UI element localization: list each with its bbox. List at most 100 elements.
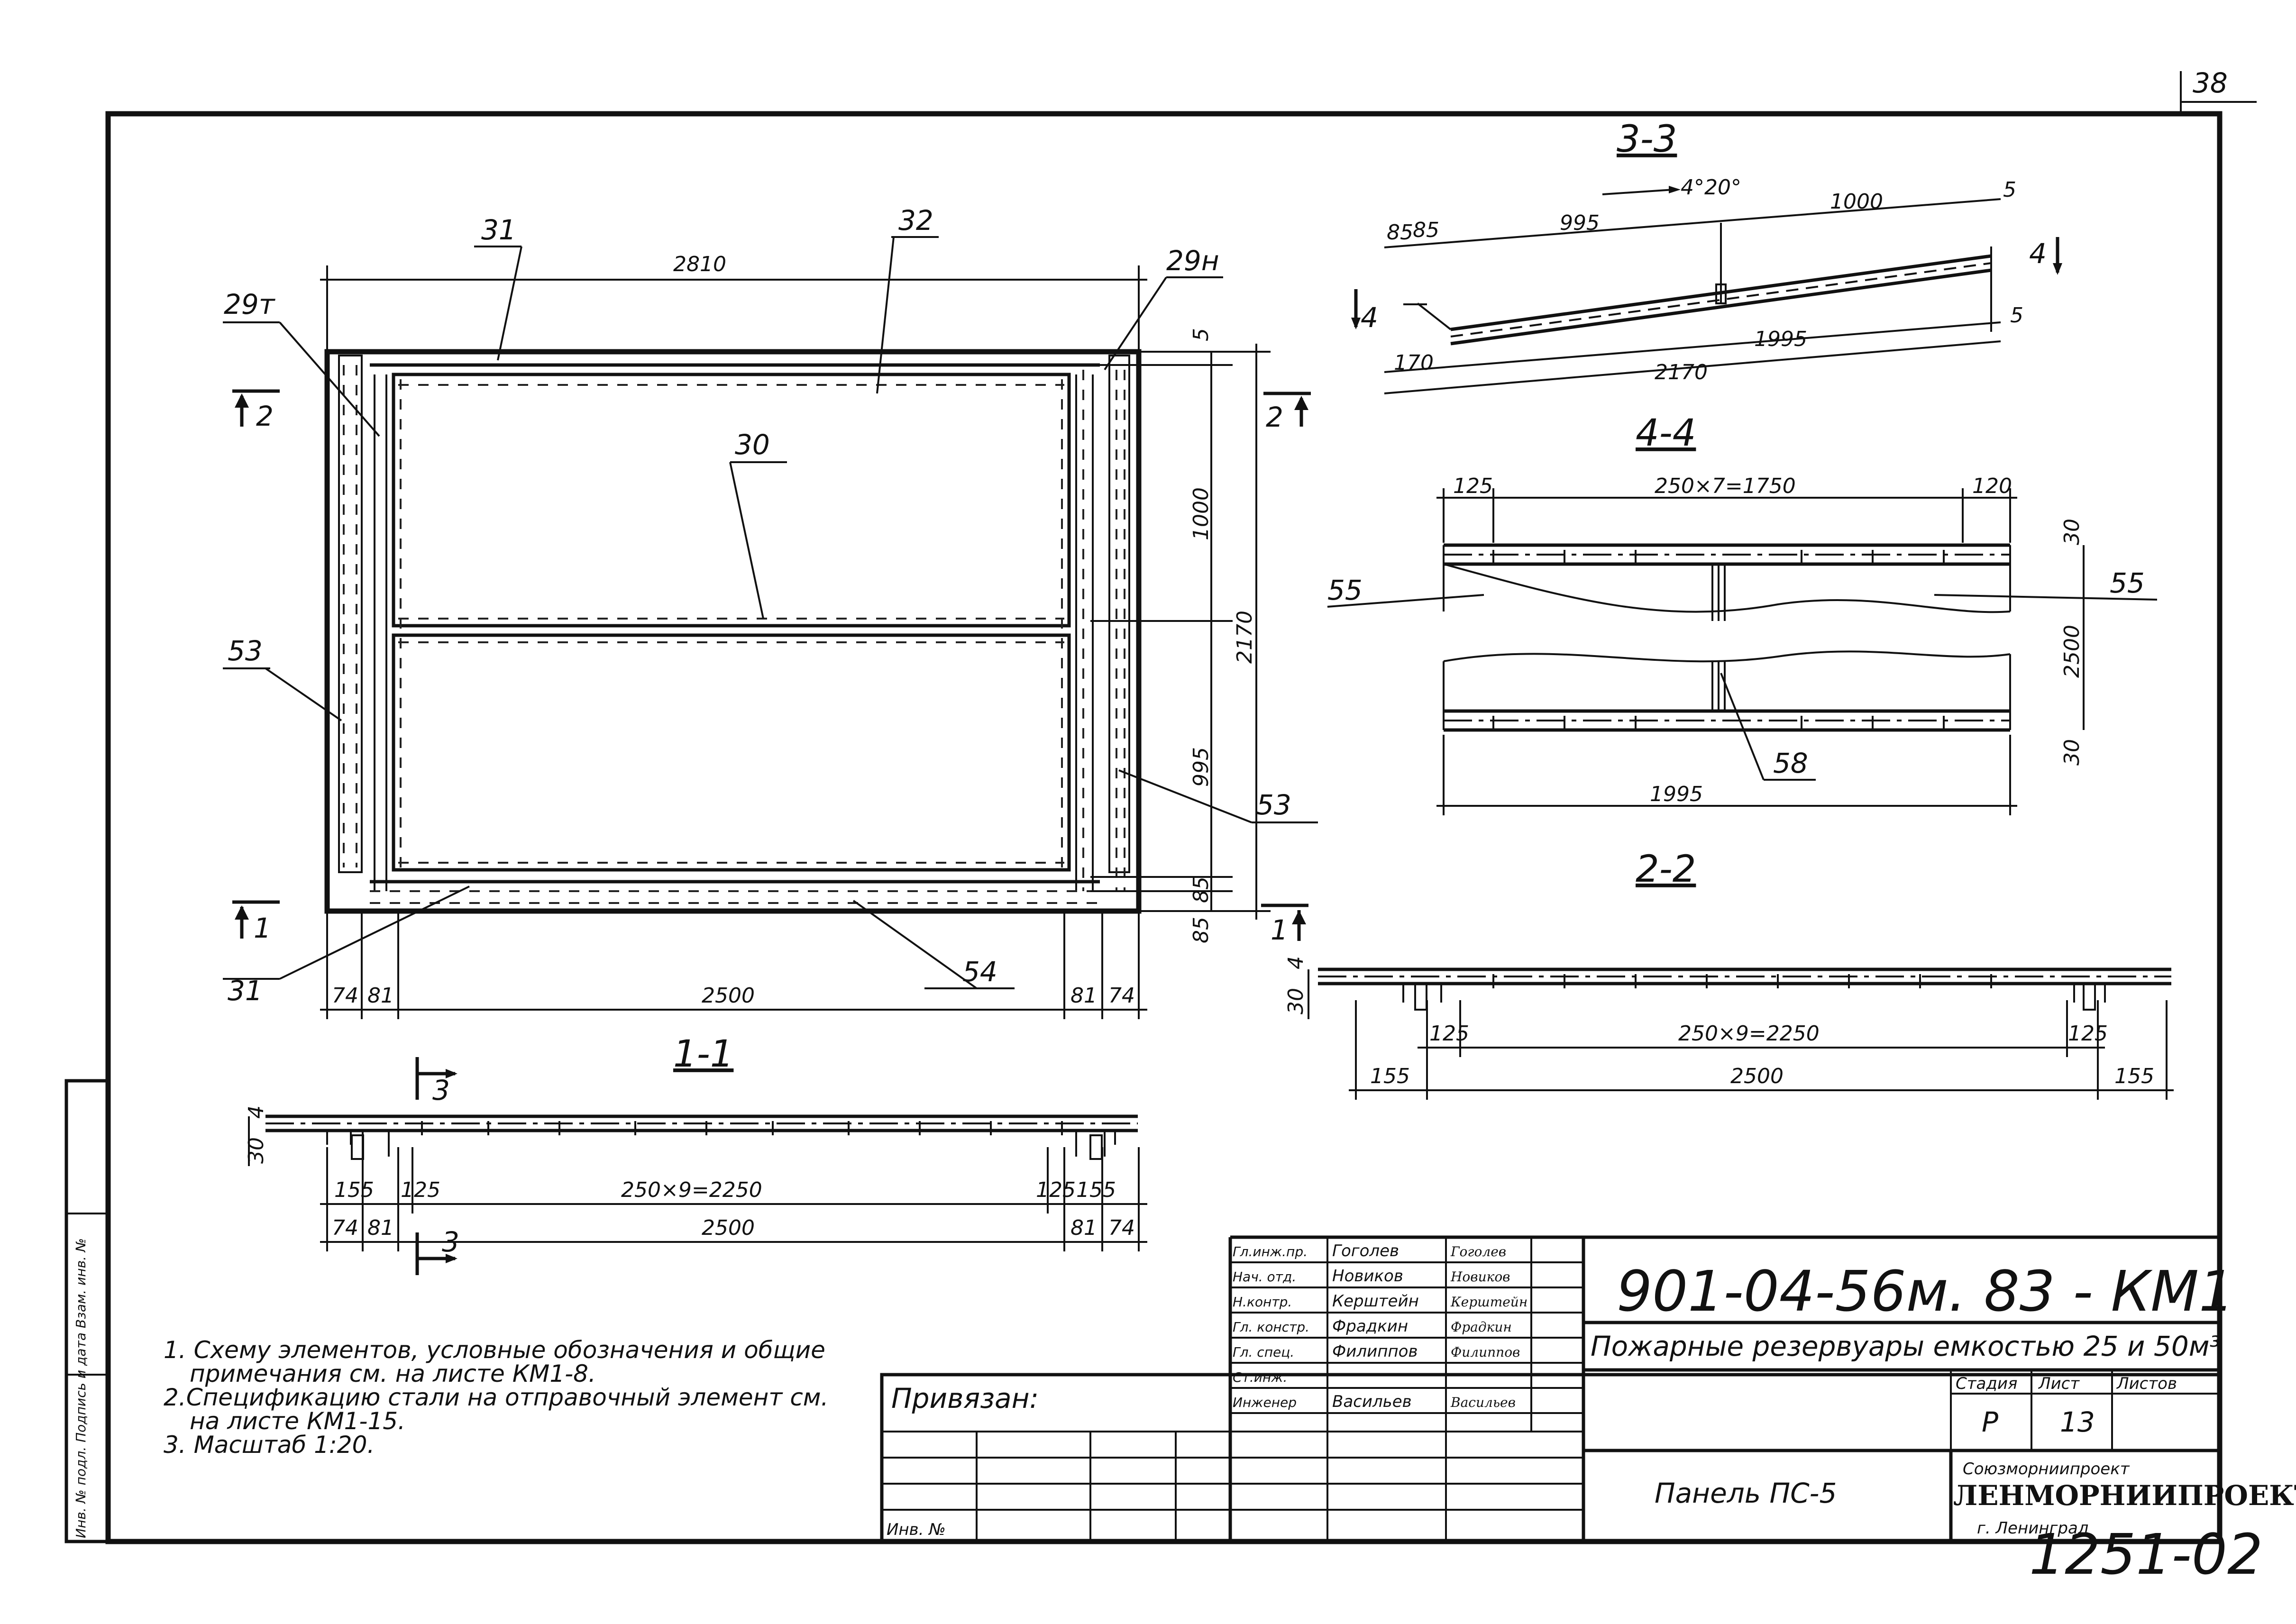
signature-3: Фрадкин (1451, 1319, 1512, 1335)
label-58: 58 (1773, 747, 1808, 779)
signature-4: Филиппов (1451, 1344, 1520, 1360)
s33-dim-1000: 1000 (1830, 190, 1883, 214)
org-line-1: Союзморниипроект (1963, 1460, 2130, 1478)
dim-h2170: 2170 (1233, 611, 1257, 664)
role-6: Инженер (1233, 1395, 1297, 1410)
sheet-name: Панель ПС-5 (1655, 1477, 1837, 1509)
name-3: Фрадкин (1332, 1317, 1408, 1336)
role-2: Н.контр. (1233, 1294, 1292, 1310)
title-block: Привязан: Инв. № Гл.инж.пр. Гоголев Нач.… (880, 1235, 2296, 1587)
label-29t: 29т (224, 288, 276, 320)
label-53-right: 53 (1256, 789, 1291, 821)
s44-dim-pitch: 250×7=1750 (1655, 474, 1796, 498)
project-title: Пожарные резервуары емкостью 25 и 50м³ (1591, 1330, 2221, 1362)
s11-dim-81b: 81 (1070, 1216, 1097, 1240)
left-strip-text: Инв. № подл. Подпись и дата Взам. инв. № (73, 1238, 89, 1538)
s44-dim-30a: 30 (2060, 519, 2084, 545)
note-line-1: 1. Схему элементов, условные обозначения… (164, 1336, 825, 1364)
dim-b74b: 74 (1108, 984, 1135, 1008)
section-1-1: 1-1 3 3 4 30 155 125 250×9=2250 125 (244, 1033, 1147, 1275)
label-32: 32 (898, 204, 933, 237)
label-29n: 29н (1166, 245, 1219, 277)
signature-1: Новиков (1450, 1269, 1510, 1285)
s22-dim-155a: 155 (1370, 1064, 1410, 1088)
s44-dim-2500: 2500 (2060, 625, 2084, 678)
section-2-2: 2-2 4 30 125 250×9=2250 125 155 2500 155 (1284, 848, 2174, 1100)
privyazan-label: Привязан: (891, 1382, 1039, 1414)
s33-dim-85a: 85 (1387, 220, 1413, 245)
plan-view: 31 32 29т 29н 30 53 53 31 5 4 (223, 204, 1318, 1019)
s22-dim-t4: 4 (1284, 956, 1308, 969)
section-3-3: 3-3 4°20° 85 85 995 1000 5 5 1995 170 21… (1351, 118, 2062, 394)
section-4-4-title: 4-4 (1636, 412, 1696, 455)
section-2-2-title: 2-2 (1636, 848, 1696, 891)
s22-dim-pitch: 250×9=2250 (1678, 1022, 1820, 1046)
document-code: 901-04-56м. 83 - КМ1 (1617, 1259, 2234, 1324)
label-31-top: 31 (481, 214, 516, 246)
s44-dim-30b: 30 (2060, 739, 2084, 766)
s11-dim-t4: 4 (244, 1105, 268, 1119)
section-1-1-title: 1-1 (673, 1033, 733, 1076)
plan-dimensions: 2810 5 1000 2170 995 85 85 74 81 2500 (320, 252, 1271, 1019)
label-31-bottom: 31 (228, 975, 263, 1007)
s33-dim-995: 995 (1560, 211, 1600, 235)
dim-top-gap: 5 (1189, 328, 1213, 341)
label-55-right: 55 (2110, 567, 2145, 599)
note-line-4: на листе КМ1-15. (190, 1407, 405, 1435)
org-line-2: ЛЕНМОРНИИПРОЕКТ (1953, 1479, 2296, 1512)
s22-dim-2500: 2500 (1730, 1064, 1784, 1088)
s33-mark-4-right: 4 (2029, 237, 2047, 270)
name-0: Гоголев (1332, 1241, 1399, 1260)
s33-dim-2170: 2170 (1655, 360, 1708, 384)
s11-dim-81a: 81 (367, 1216, 394, 1240)
s22-dim-125b: 125 (2068, 1022, 2108, 1046)
sheet-value: 13 (2060, 1406, 2095, 1438)
cut-mark-3-top: 3 (432, 1074, 450, 1106)
org-line-3: г. Ленинград (1977, 1519, 2089, 1538)
s33-mark-4-left: 4 (1361, 301, 1378, 334)
s33-dim-85b: 85 (1413, 218, 1439, 242)
note-line-3: 2.Спецификацию стали на отправочный элем… (164, 1384, 828, 1411)
s33-dim-5b: 5 (2010, 303, 2023, 328)
s11-dim-125b: 125 (1036, 1178, 1076, 1202)
section-mark-1-left: 1 (254, 912, 271, 944)
dim-h995: 995 (1189, 747, 1213, 787)
label-53-left: 53 (228, 635, 263, 667)
dim-overall-width: 2810 (673, 252, 726, 276)
s33-dim-1995: 1995 (1754, 327, 1807, 351)
name-4: Филиппов (1332, 1342, 1418, 1361)
role-5: Ст.инж. (1233, 1369, 1287, 1385)
s11-dim-74a: 74 (332, 1216, 358, 1240)
role-4: Гл. спец. (1233, 1344, 1294, 1360)
label-30: 30 (735, 429, 770, 461)
s44-dim-120: 120 (1972, 474, 2012, 498)
name-6: Васильев (1332, 1392, 1412, 1411)
dim-b81a: 81 (367, 984, 394, 1008)
role-3: Гл. констр. (1233, 1319, 1309, 1335)
dim-b81b: 81 (1070, 984, 1097, 1008)
s22-dim-125a: 125 (1429, 1022, 1469, 1046)
inv-no-label: Инв. № (887, 1520, 946, 1539)
s44-dim-1995: 1995 (1650, 782, 1703, 806)
signature-6: Васильев (1450, 1395, 1516, 1410)
dim-h85b: 85 (1189, 917, 1213, 943)
sheets-header: Листов (2116, 1374, 2177, 1393)
role-1: Нач. отд. (1233, 1269, 1296, 1285)
s11-dim-pitch: 250×9=2250 (621, 1178, 762, 1202)
signature-0: Гоголев (1450, 1244, 1506, 1259)
stage-value: Р (1982, 1406, 1998, 1438)
plan-section-marks: 2 2 1 1 (232, 389, 1311, 946)
note-line-5: 3. Масштаб 1:20. (164, 1431, 375, 1459)
section-4-4: 4-4 125 250×7=1750 120 30 2500 30 1995 5… (1327, 412, 2158, 815)
section-mark-2-right: 2 (1266, 401, 1283, 433)
section-mark-2-left: 2 (256, 400, 274, 432)
name-2: Керштейн (1332, 1292, 1419, 1311)
s22-dim-155b: 155 (2114, 1064, 2154, 1088)
label-55-left: 55 (1327, 574, 1363, 606)
sheet-header: Лист (2038, 1374, 2080, 1393)
s22-dim-t30: 30 (1284, 988, 1308, 1014)
archive-number: 1251-02 (2029, 1522, 2263, 1587)
section-3-3-title: 3-3 (1617, 118, 1677, 161)
role-0: Гл.инж.пр. (1233, 1244, 1308, 1259)
